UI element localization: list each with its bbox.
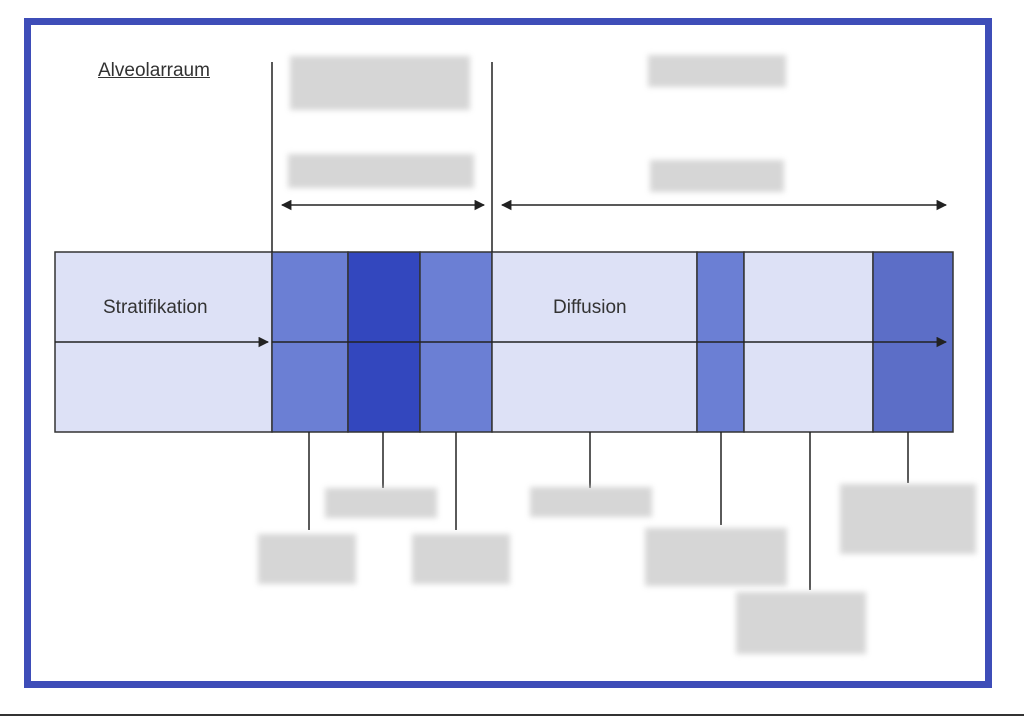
redacted-label	[288, 154, 474, 188]
label-diffusion: Diffusion	[553, 297, 627, 318]
redacted-label	[645, 528, 787, 586]
label-stratifikation: Stratifikation	[103, 297, 208, 318]
redacted-label	[412, 534, 510, 584]
redacted-label	[325, 488, 437, 518]
redacted-label	[736, 592, 866, 654]
redacted-label	[290, 56, 470, 110]
redacted-label	[648, 55, 786, 87]
redacted-label	[530, 487, 652, 517]
bottom-rule	[0, 714, 1024, 716]
label-alveolarraum: Alveolarraum	[98, 60, 210, 81]
redacted-label	[840, 484, 976, 554]
redacted-label	[258, 534, 356, 584]
redacted-label	[650, 160, 784, 192]
